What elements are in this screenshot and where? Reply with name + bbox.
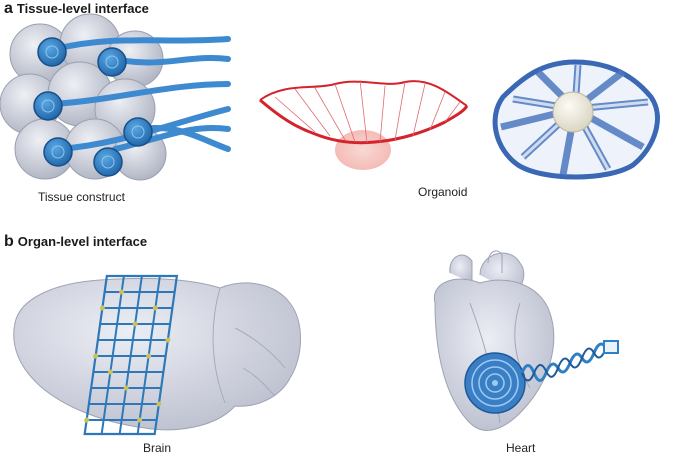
organoid-blue-ribbon-illustration [483, 57, 668, 182]
panel-b-letter: b [4, 233, 14, 250]
organoid-label: Organoid [418, 185, 467, 199]
tissue-construct-label: Tissue construct [38, 190, 125, 204]
panel-b-heading: b Organ-level interface [4, 233, 147, 251]
brain-illustration [5, 268, 315, 438]
heart-illustration [410, 243, 625, 443]
brain-label: Brain [143, 441, 171, 455]
panel-b-title: Organ-level interface [18, 234, 147, 249]
heart-label: Heart [506, 441, 535, 455]
organoid-red-mesh-illustration [255, 72, 470, 182]
tissue-construct-illustration [0, 14, 230, 189]
